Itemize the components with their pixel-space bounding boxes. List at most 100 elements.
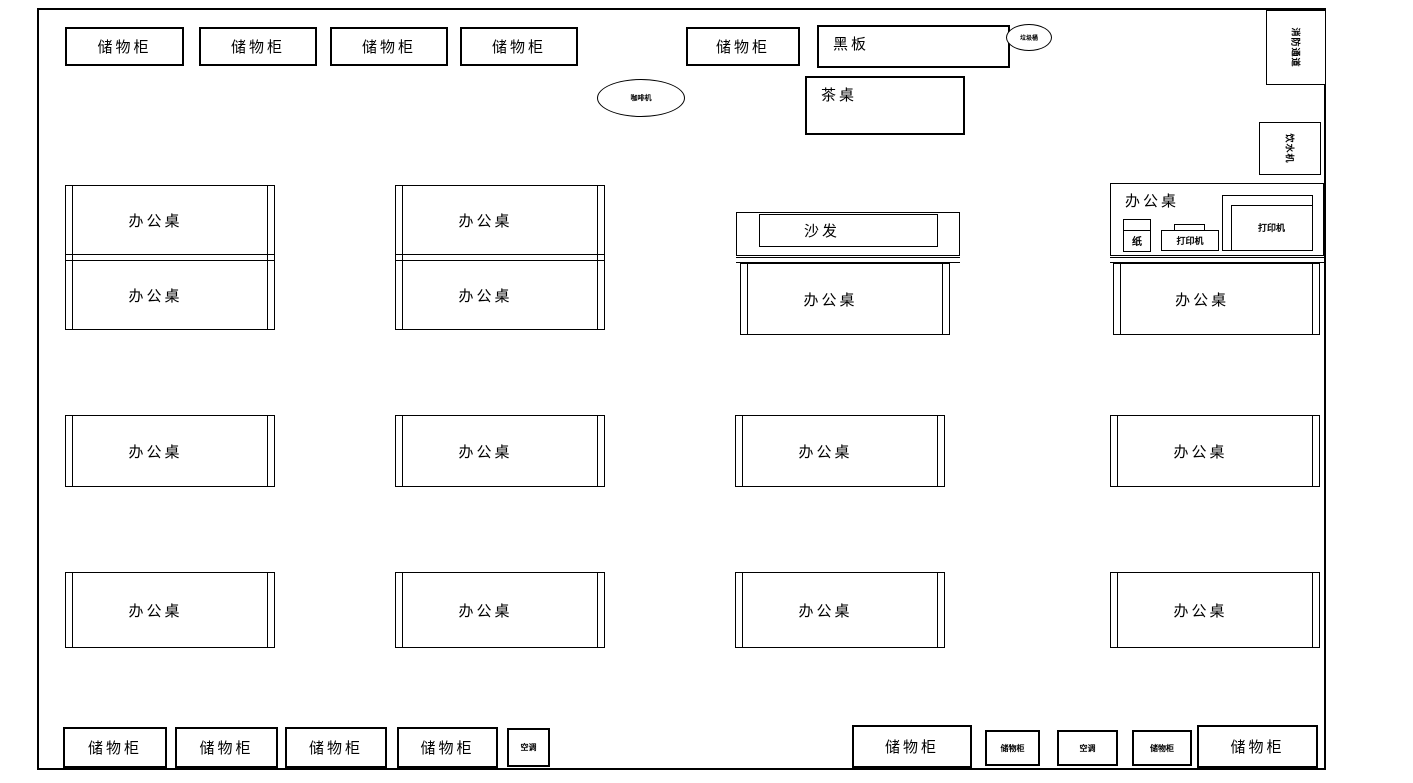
desk-pair-label: 办公桌: [458, 212, 513, 230]
storage-cabinet-label: 储物柜: [420, 740, 475, 757]
tea-table: 茶桌: [805, 76, 965, 135]
desk-side-rail: [72, 573, 73, 647]
storage-cabinet: 储物柜: [985, 730, 1040, 766]
office-desk-label: 办公桌: [1175, 291, 1230, 309]
desk-pair-label: 办公桌: [128, 287, 183, 305]
trash-bin-label: 垃圾桶: [1019, 36, 1038, 42]
office-desk: 办公桌: [65, 415, 275, 487]
storage-cabinet: 储物柜: [1132, 730, 1192, 766]
desk-side-rail: [742, 573, 743, 647]
water-dispenser-label: 饮水机: [1284, 133, 1295, 164]
desk-side-rail: [1120, 264, 1121, 334]
sofa-label: 沙发: [803, 223, 840, 240]
storage-cabinet-label: 储物柜: [87, 740, 142, 757]
desk-side-rail: [1312, 264, 1313, 334]
office-desk-label: 办公桌: [128, 443, 183, 461]
sofa-seat: 沙发: [759, 214, 938, 247]
tea-table-label: 茶桌: [821, 87, 858, 104]
desk-side-rail: [1117, 573, 1118, 647]
junction-line: [1110, 257, 1324, 263]
air-conditioner: 空调: [507, 728, 550, 767]
storage-cabinet: 储物柜: [330, 27, 448, 66]
desk-side-rail: [597, 573, 598, 647]
storage-cabinet: 储物柜: [285, 727, 387, 768]
printer-body: [1231, 205, 1313, 251]
storage-cabinet: 储物柜: [397, 727, 498, 768]
desk-pair-label: 办公桌: [128, 212, 183, 230]
office-desk: 办公桌: [1113, 263, 1320, 335]
desk-side-rail: [72, 416, 73, 486]
printer-lid: [1174, 224, 1205, 231]
office-desk: 办公桌: [735, 572, 945, 648]
paper-box-label: 纸: [1132, 237, 1142, 248]
office-desk-label: 办公桌: [798, 443, 853, 461]
storage-cabinet-label: 储物柜: [230, 39, 285, 56]
desk-pair: 办公桌办公桌: [395, 185, 605, 330]
coffee-machine: 咖啡机: [597, 79, 685, 117]
storage-cabinet-label: 储物柜: [199, 740, 254, 757]
desk-side-rail: [402, 186, 403, 329]
storage-cabinet: 储物柜: [852, 725, 972, 768]
sofa: 沙发: [736, 212, 960, 256]
fire-passage-label: 消防通道: [1290, 27, 1301, 68]
storage-cabinet: 储物柜: [65, 27, 184, 66]
office-desk-label: 办公桌: [1173, 443, 1228, 461]
office-desk-label: 办公桌: [803, 291, 858, 309]
air-conditioner-label: 空调: [520, 743, 537, 752]
storage-cabinet: 储物柜: [175, 727, 278, 768]
office-desk-label: 办公桌: [128, 602, 183, 620]
office-desk: 办公桌: [740, 263, 950, 335]
fire-passage: 消防通道: [1266, 10, 1326, 85]
blackboard: 黑板: [817, 25, 1010, 68]
desk-side-rail: [942, 264, 943, 334]
storage-cabinet-label: 储物柜: [1150, 743, 1174, 753]
desk-side-rail: [402, 573, 403, 647]
storage-cabinet: 储物柜: [1197, 725, 1318, 768]
desk-side-rail: [597, 186, 598, 329]
storage-cabinet-label: 储物柜: [97, 39, 152, 56]
junction-line: [736, 257, 960, 263]
desk-side-rail: [402, 416, 403, 486]
office-desk: 办公桌: [1110, 572, 1320, 648]
office-desk-label: 办公桌: [458, 602, 513, 620]
desk-pair-divider: [396, 254, 604, 261]
printer-large: 打印机: [1222, 195, 1313, 251]
storage-cabinet: 储物柜: [63, 727, 167, 768]
air-conditioner: 空调: [1057, 730, 1118, 766]
storage-cabinet-label: 储物柜: [1230, 739, 1285, 756]
office-desk-label: 办公桌: [798, 602, 853, 620]
coffee-machine-label: 咖啡机: [630, 95, 652, 102]
desk-pair-label: 办公桌: [458, 287, 513, 305]
desk-side-rail: [267, 573, 268, 647]
desk-side-rail: [267, 186, 268, 329]
office-desk: 办公桌: [65, 572, 275, 648]
blackboard-label: 黑板: [833, 36, 870, 53]
desk-side-rail: [1312, 573, 1313, 647]
storage-cabinet-label: 储物柜: [308, 740, 363, 757]
printer-small-label: 打印机: [1176, 236, 1204, 246]
paper-box-divider: [1124, 230, 1150, 231]
office-desk: 办公桌: [395, 415, 605, 487]
paper-box: 纸: [1123, 219, 1151, 252]
desk-side-rail: [1117, 416, 1118, 486]
office-desk: 办公桌: [1110, 415, 1320, 487]
air-conditioner-label: 空调: [1079, 743, 1096, 753]
storage-cabinet-label: 储物柜: [361, 39, 416, 56]
desk-side-rail: [742, 416, 743, 486]
desk-side-rail: [72, 186, 73, 329]
desk-side-rail: [937, 416, 938, 486]
office-desk: 办公桌: [395, 572, 605, 648]
printer-large-label: 打印机: [1257, 223, 1285, 233]
office-desk-label: 办公桌: [1173, 602, 1228, 620]
desk-side-rail: [747, 264, 748, 334]
room-outline: [37, 8, 1326, 770]
desk-side-rail: [1312, 416, 1313, 486]
desk-side-rail: [267, 416, 268, 486]
desk-pair-divider: [66, 254, 274, 261]
desk-pair: 办公桌办公桌: [65, 185, 275, 330]
storage-cabinet: 储物柜: [460, 27, 578, 66]
office-desk-printer-station-label: 办公桌: [1125, 193, 1180, 210]
storage-cabinet-label: 储物柜: [1000, 743, 1025, 753]
trash-bin: 垃圾桶: [1006, 24, 1052, 51]
